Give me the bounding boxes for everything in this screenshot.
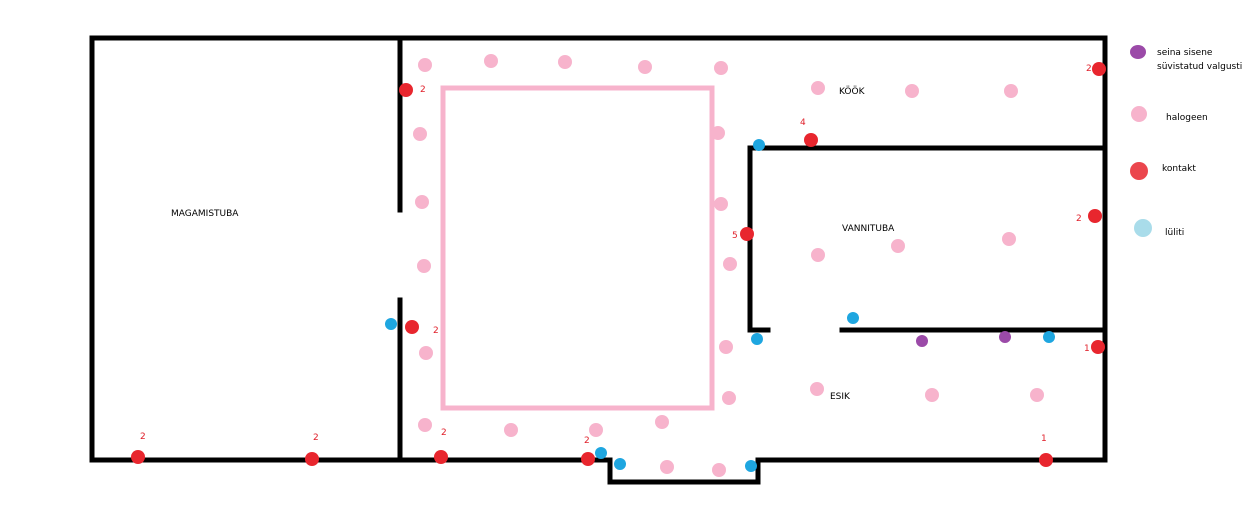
switch-icon (1043, 331, 1055, 343)
switch-icon (751, 333, 763, 345)
outlet-icon (1091, 340, 1105, 354)
halogen-icon (558, 55, 572, 69)
outlet-icon (434, 450, 448, 464)
halogen-icon (484, 54, 498, 68)
halogen-icon (660, 460, 674, 474)
kitchen-island (440, 85, 715, 411)
switch-icon (595, 447, 607, 459)
switch-icon (614, 458, 626, 470)
legend-recessed-line2: süvistatud valgusti (1157, 62, 1242, 72)
legend: seina sisene süvistatud valgusti halogee… (1130, 45, 1242, 238)
outlet-icon (1088, 209, 1102, 223)
halogen-icon (712, 463, 726, 477)
halogen-icon (415, 195, 429, 209)
outlet-count: 4 (800, 118, 806, 128)
room-label-bedroom: MAGAMISTUBA (171, 209, 239, 219)
halogen-icon (589, 423, 603, 437)
outlet-legend-icon (1130, 162, 1148, 180)
recessed-light-icon (916, 335, 928, 347)
outer-wall (89, 35, 1108, 485)
outlet-count: 2 (420, 85, 426, 95)
outlet-count: 2 (313, 433, 319, 443)
outlet-icon (305, 452, 319, 466)
room-label-bathroom: VANNITUBA (842, 224, 895, 234)
halogen-icon (719, 340, 733, 354)
switch-icon (847, 312, 859, 324)
outlet-icon (399, 83, 413, 97)
outlet-count: 2 (441, 428, 447, 438)
halogen-icon (810, 382, 824, 396)
outlet-count: 2 (584, 436, 590, 446)
halogen-icon (714, 61, 728, 75)
recessed-light-legend-icon (1130, 45, 1146, 59)
markers: 2 2 2 2 2 2 4 5 2 2 1 1 (131, 54, 1106, 477)
halogen-icon (905, 84, 919, 98)
outlet-icon (405, 320, 419, 334)
room-label-hallway: ESIK (830, 392, 851, 402)
outlet-icon (1092, 62, 1106, 76)
room-label-kitchen: KÖÖK (839, 86, 866, 97)
halogen-icon (1002, 232, 1016, 246)
walls (89, 35, 1108, 485)
halogen-legend-icon (1131, 106, 1147, 122)
legend-outlet: kontakt (1162, 164, 1196, 174)
halogen-icon (1004, 84, 1018, 98)
outlet-count: 2 (1086, 64, 1092, 74)
halogen-icon (638, 60, 652, 74)
halogen-icon (504, 423, 518, 437)
halogen-icon (418, 418, 432, 432)
legend-switch: lüliti (1165, 228, 1184, 238)
outlet-count: 2 (1076, 214, 1082, 224)
legend-halogen: halogeen (1166, 113, 1208, 123)
halogen-icon (925, 388, 939, 402)
halogen-icon (811, 81, 825, 95)
outlet-count: 1 (1084, 344, 1090, 354)
legend-recessed-line1: seina sisene (1157, 48, 1213, 58)
outlet-count: 2 (140, 432, 146, 442)
outlet-icon (1039, 453, 1053, 467)
recessed-light-icon (999, 331, 1011, 343)
halogen-icon (413, 127, 427, 141)
outlet-count: 1 (1041, 434, 1047, 444)
halogen-icon (811, 248, 825, 262)
outlet-icon (581, 452, 595, 466)
halogen-icon (711, 126, 725, 140)
halogen-icon (891, 239, 905, 253)
switch-icon (753, 139, 765, 151)
switch-icon (745, 460, 757, 472)
halogen-icon (419, 346, 433, 360)
outlet-count: 2 (433, 326, 439, 336)
halogen-icon (723, 257, 737, 271)
halogen-icon (655, 415, 669, 429)
halogen-icon (418, 58, 432, 72)
switch-icon (385, 318, 397, 330)
switch-legend-icon (1134, 219, 1152, 237)
halogen-icon (417, 259, 431, 273)
outlet-count: 5 (732, 231, 738, 241)
outlet-icon (804, 133, 818, 147)
outlet-icon (131, 450, 145, 464)
bathroom-wall (747, 145, 1108, 333)
halogen-icon (722, 391, 736, 405)
halogen-icon (714, 197, 728, 211)
halogen-icon (1030, 388, 1044, 402)
outlet-icon (740, 227, 754, 241)
